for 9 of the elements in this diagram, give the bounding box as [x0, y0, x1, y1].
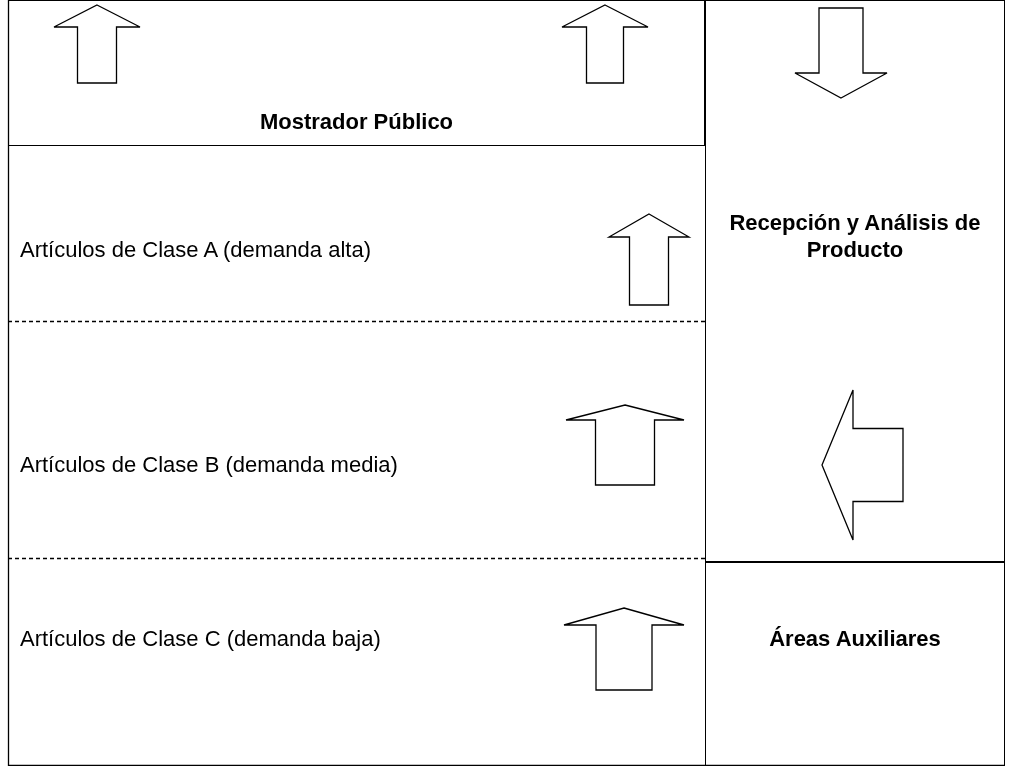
auxiliary-zone	[705, 562, 1005, 766]
reception-zone	[705, 0, 1005, 562]
zone-label: Artículos de Clase B (demanda media)	[20, 450, 398, 479]
counter-zone	[8, 0, 705, 146]
zone-label: Artículos de Clase C (demanda baja)	[20, 624, 381, 653]
zone-label: Artículos de Clase A (demanda alta)	[20, 236, 371, 264]
zone-label: Recepción y Análisis de Producto	[728, 208, 982, 264]
zone-label: Áreas Auxiliares	[769, 625, 941, 653]
zone-label: Mostrador Público	[259, 107, 454, 135]
